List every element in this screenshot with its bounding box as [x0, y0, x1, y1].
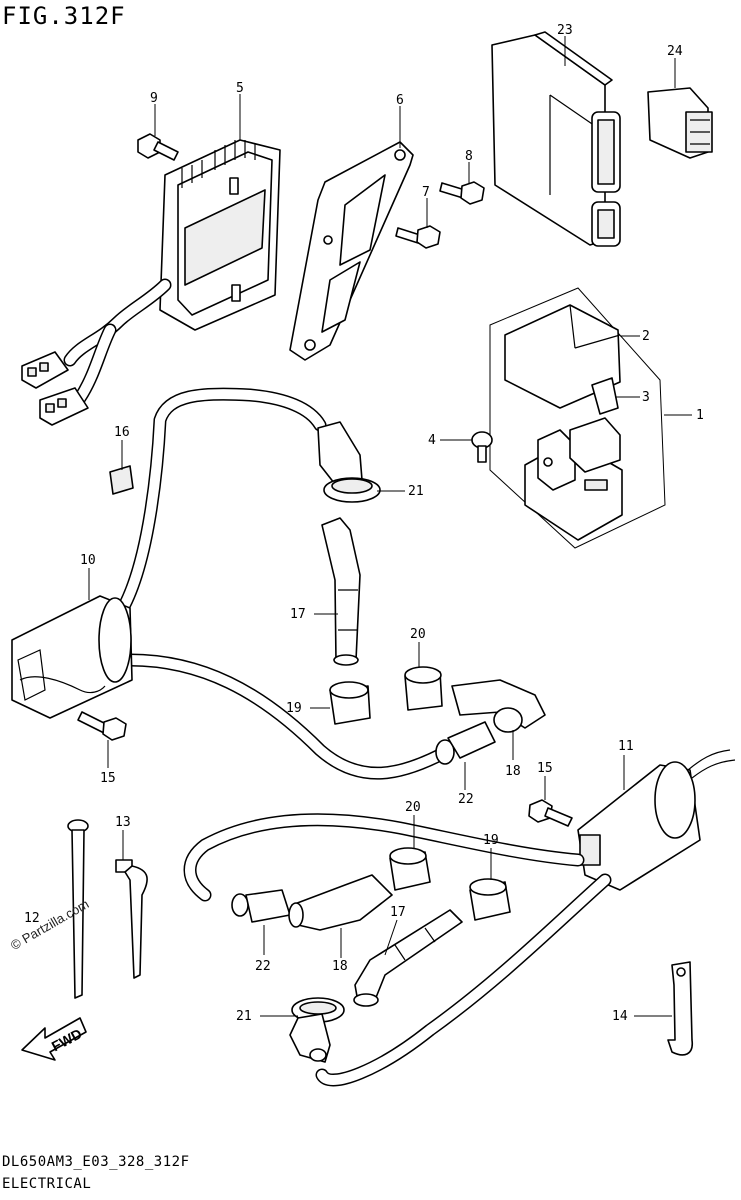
fwd-arrow-icon: FWD — [21, 1017, 87, 1061]
callout-21-upper: 21 — [408, 484, 424, 499]
seal-part-19-upper[interactable] — [329, 681, 371, 725]
boot-part-18-lower[interactable] — [288, 874, 393, 931]
callout-15-lower: 15 — [537, 761, 553, 776]
callout-22-lower: 22 — [255, 959, 271, 974]
connector-part-24[interactable] — [647, 87, 713, 159]
ignition-coil-part-11[interactable] — [577, 749, 736, 891]
callout-16: 16 — [114, 425, 130, 440]
callout-10: 10 — [80, 553, 96, 568]
callout-20-lower: 20 — [405, 800, 421, 815]
callout-14: 14 — [612, 1009, 628, 1024]
joint-part-22-upper[interactable] — [435, 721, 496, 765]
callout-17-upper: 17 — [290, 607, 306, 622]
callout-18-upper: 18 — [505, 764, 521, 779]
callout-20-upper: 20 — [410, 627, 426, 642]
bolt-part-8[interactable] — [439, 181, 485, 205]
cable-tie-part-13[interactable] — [115, 859, 148, 979]
footer-section: ELECTRICAL — [2, 1176, 92, 1192]
ecm-part-23[interactable] — [491, 31, 621, 247]
bolt-part-9[interactable] — [137, 133, 179, 161]
callout-5: 5 — [236, 81, 244, 96]
callout-11: 11 — [618, 739, 634, 754]
plug-cap-part-21-lower[interactable] — [289, 997, 345, 1063]
seal-part-20-lower[interactable] — [389, 847, 431, 891]
callout-22-upper: 22 — [458, 792, 474, 807]
callout-24: 24 — [667, 44, 683, 59]
plug-cap-part-17-lower[interactable] — [353, 909, 463, 1007]
figure-title: FIG.312F — [2, 2, 126, 30]
callout-9: 9 — [150, 91, 158, 106]
regulator-rectifier-part[interactable] — [21, 139, 281, 426]
leader-lines — [88, 36, 692, 1017]
callout-6: 6 — [396, 93, 404, 108]
callout-19-upper: 19 — [286, 701, 302, 716]
callout-17-lower: 17 — [390, 905, 406, 920]
callout-7: 7 — [422, 185, 430, 200]
bolt-part-15-lower[interactable] — [528, 799, 573, 827]
callout-21-lower: 21 — [236, 1009, 252, 1024]
clamp-part-14[interactable] — [667, 961, 694, 1056]
callout-12: 12 — [24, 911, 40, 926]
bolt-part-7[interactable] — [395, 225, 441, 249]
callout-2: 2 — [642, 329, 650, 344]
callout-23: 23 — [557, 23, 573, 38]
callout-4: 4 — [428, 433, 436, 448]
footer-code: DL650AM3_E03_328_312F — [2, 1154, 190, 1170]
callout-8: 8 — [465, 149, 473, 164]
clamp-part-12[interactable] — [67, 819, 89, 999]
screw-part-4[interactable] — [471, 431, 493, 463]
callout-1: 1 — [696, 408, 704, 423]
callout-18-lower: 18 — [332, 959, 348, 974]
joint-part-22-lower[interactable] — [231, 889, 291, 923]
plug-cap-part-17-upper[interactable] — [321, 517, 361, 666]
callout-19-lower: 19 — [483, 833, 499, 848]
plug-cap-part-21-upper[interactable] — [317, 421, 381, 503]
seal-part-20-upper[interactable] — [404, 666, 443, 711]
relay-box-assembly-part-1[interactable] — [489, 287, 666, 549]
label-part-16[interactable] — [109, 465, 134, 495]
bracket-part-6[interactable] — [289, 141, 414, 361]
boot-part-18-upper[interactable] — [451, 679, 546, 733]
seal-part-19-lower[interactable] — [469, 878, 511, 921]
ignition-coil-part-10[interactable] — [11, 595, 133, 741]
callout-3: 3 — [642, 390, 650, 405]
callout-13: 13 — [115, 815, 131, 830]
callout-15-upper: 15 — [100, 771, 116, 786]
